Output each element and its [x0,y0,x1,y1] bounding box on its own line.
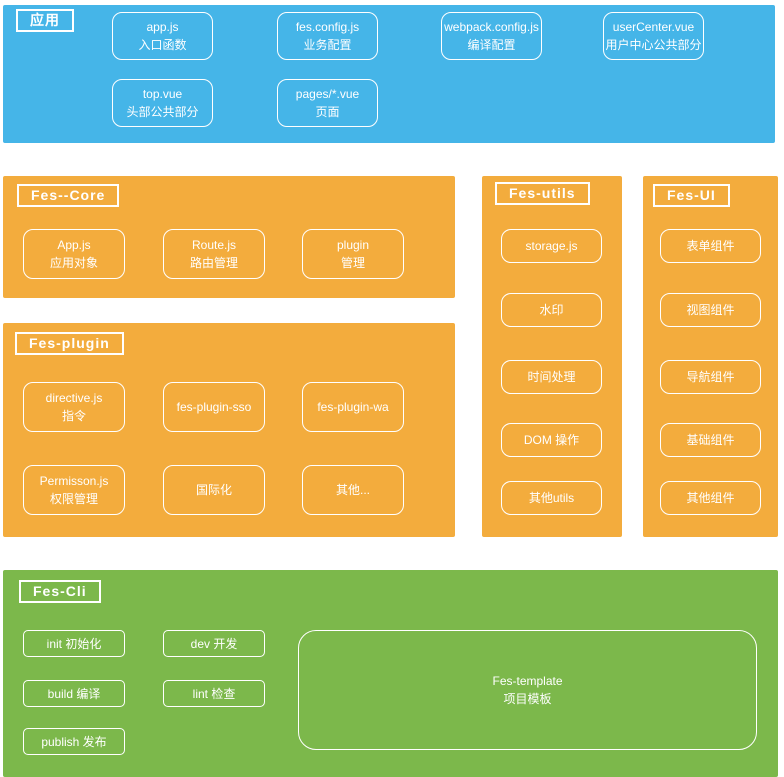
node-watermark: 水印 [501,293,602,327]
node-time-utils: 时间处理 [501,360,602,394]
node-label: app.js [146,20,179,34]
node-label: Route.js [191,238,237,252]
node-sublabel: 权限管理 [49,492,98,506]
node-permisson-js: Permisson.js 权限管理 [23,465,125,515]
node-directive-js: directive.js 指令 [23,382,125,432]
node-label: 其他... [335,483,370,497]
node-storage-js: storage.js [501,229,602,263]
node-sublabel: 指令 [61,409,86,423]
node-sublabel: 项目模板 [503,692,552,706]
node-core-app-js: App.js 应用对象 [23,229,125,279]
node-label: plugin [336,238,370,252]
node-fes-plugin-sso: fes-plugin-sso [163,382,265,432]
section-fes-plugin-title-label: Fes-plugin [29,335,110,351]
node-plugin-manager: plugin 管理 [302,229,404,279]
node-label: lint 检查 [192,686,236,701]
node-route-js: Route.js 路由管理 [163,229,265,279]
node-view-components: 视图组件 [660,293,761,327]
node-nav-components: 导航组件 [660,360,761,394]
node-sublabel: 编译配置 [467,38,516,52]
node-other-components: 其他组件 [660,481,761,515]
node-label: fes-plugin-wa [317,400,389,414]
node-lint: lint 检查 [163,680,265,707]
node-sublabel: 应用对象 [49,256,98,270]
node-dom-utils: DOM 操作 [501,423,602,457]
section-app-block: 应用 app.js 入口函数 fes.config.js 业务配置 webpac… [3,5,775,143]
node-label: 基础组件 [686,433,735,447]
section-fes-cli-block: Fes-Cli init 初始化 build 编译 publish 发布 dev… [3,570,778,777]
node-label: userCenter.vue [612,20,695,34]
node-label: 其他组件 [686,491,735,505]
node-label: fes-plugin-sso [176,400,252,414]
node-label: publish 发布 [41,734,107,749]
node-app-js: app.js 入口函数 [112,12,213,60]
section-fes-cli-title: Fes-Cli [19,580,101,603]
node-label: 表单组件 [686,239,735,253]
node-plugin-others: 其他... [302,465,404,515]
section-fes-utils-title-label: Fes-utils [509,185,576,201]
node-label: webpack.config.js [444,20,539,34]
section-fes-core-title: Fes--Core [17,184,120,207]
section-app-title-label: 应用 [30,12,60,28]
node-label: build 编译 [47,686,101,701]
node-sublabel: 业务配置 [303,38,352,52]
node-publish: publish 发布 [23,728,125,755]
section-fes-ui-title-label: Fes-UI [667,187,716,203]
node-dev: dev 开发 [163,630,265,657]
node-label: top.vue [142,87,183,101]
node-label: 其他utils [528,491,575,505]
node-init: init 初始化 [23,630,125,657]
node-label: Permisson.js [39,474,109,488]
node-label: App.js [57,238,91,252]
section-fes-core-title-label: Fes--Core [31,187,106,203]
section-fes-plugin-title: Fes-plugin [15,332,124,355]
node-label: pages/*.vue [295,87,360,101]
node-label: dev 开发 [190,636,238,651]
node-fes-plugin-wa: fes-plugin-wa [302,382,404,432]
node-label: init 初始化 [46,636,102,651]
section-fes-ui-title: Fes-UI [653,184,730,207]
node-sublabel: 用户中心公共部分 [605,38,702,52]
node-usercenter-vue: userCenter.vue 用户中心公共部分 [603,12,704,60]
node-fes-config-js: fes.config.js 业务配置 [277,12,378,60]
section-fes-utils-title: Fes-utils [495,182,590,205]
node-form-components: 表单组件 [660,229,761,263]
section-fes-utils-block: Fes-utils storage.js 水印 时间处理 DOM 操作 其他ut… [482,176,622,537]
node-label: 水印 [539,303,564,317]
node-label: 时间处理 [527,370,576,384]
section-fes-cli-title-label: Fes-Cli [33,583,87,599]
section-fes-plugin-block: Fes-plugin directive.js 指令 fes-plugin-ss… [3,323,455,537]
section-fes-ui-block: Fes-UI 表单组件 视图组件 导航组件 基础组件 其他组件 [643,176,778,537]
node-label: 视图组件 [686,303,735,317]
node-build: build 编译 [23,680,125,707]
node-sublabel: 路由管理 [189,256,238,270]
node-pages-vue: pages/*.vue 页面 [277,79,378,127]
node-sublabel: 管理 [340,256,365,270]
node-label: DOM 操作 [523,433,580,447]
node-sublabel: 头部公共部分 [126,105,199,119]
node-label: 国际化 [195,483,232,497]
node-label: storage.js [525,239,578,253]
node-i18n: 国际化 [163,465,265,515]
node-label: 导航组件 [686,370,735,384]
node-top-vue: top.vue 头部公共部分 [112,79,213,127]
node-base-components: 基础组件 [660,423,761,457]
node-sublabel: 页面 [315,105,340,119]
node-label: fes.config.js [295,20,360,34]
node-fes-template: Fes-template 项目模板 [298,630,757,750]
section-fes-core-block: Fes--Core App.js 应用对象 Route.js 路由管理 plug… [3,176,455,298]
node-other-utils: 其他utils [501,481,602,515]
node-label: directive.js [45,391,103,405]
node-webpack-config-js: webpack.config.js 编译配置 [441,12,542,60]
node-label: Fes-template [492,674,563,688]
node-sublabel: 入口函数 [138,38,187,52]
section-app-title: 应用 [16,9,74,32]
